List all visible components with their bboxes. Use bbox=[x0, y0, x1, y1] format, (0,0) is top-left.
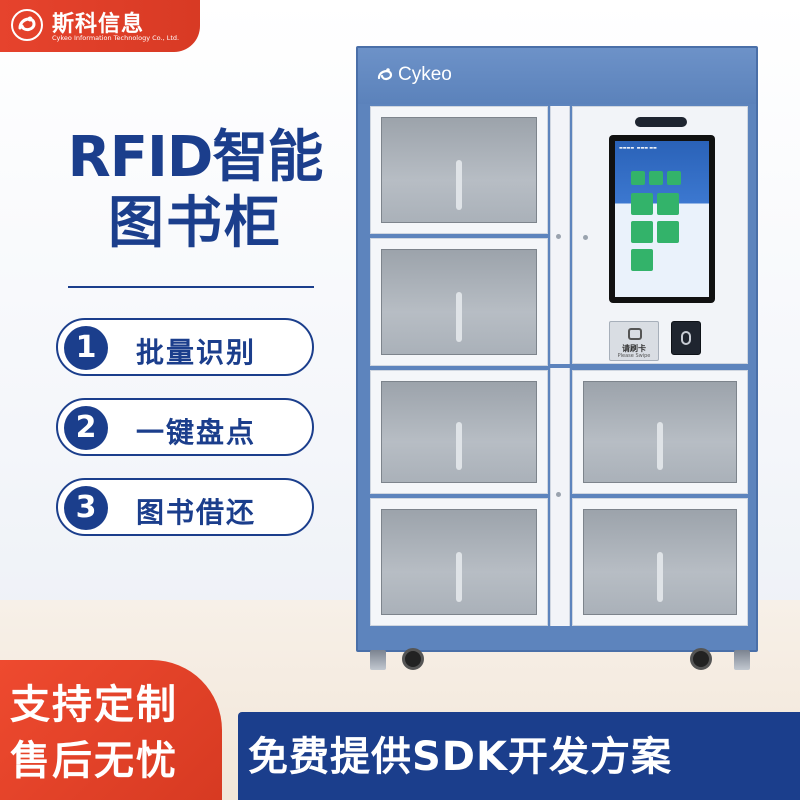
fingerprint-icon bbox=[681, 331, 691, 345]
door-knob bbox=[583, 235, 588, 240]
card-reader-label: 请刷卡 bbox=[622, 344, 646, 353]
center-pillar bbox=[550, 368, 570, 626]
screen-tile[interactable] bbox=[631, 193, 653, 215]
leveling-foot bbox=[734, 650, 750, 670]
locker-door[interactable] bbox=[370, 498, 548, 626]
rfid-book-cabinet: Cykeo ▬▬▬▬ ▬▬▬ ▬▬ 请刷卡 bbox=[356, 46, 758, 652]
sdk-banner bbox=[238, 712, 800, 800]
feature-number: 1 bbox=[64, 326, 108, 370]
promo-banner bbox=[0, 660, 222, 800]
feature-label: 图书借还 bbox=[136, 496, 257, 529]
screen-header: ▬▬▬▬ ▬▬▬ ▬▬ bbox=[619, 145, 657, 150]
feature-number: 2 bbox=[64, 406, 108, 450]
cykeo-logo-icon bbox=[377, 68, 393, 81]
screen-tile[interactable] bbox=[631, 249, 653, 271]
promo-line2: 售后无忧 bbox=[10, 738, 178, 784]
locker-door[interactable] bbox=[572, 370, 748, 494]
sdk-banner-text: 免费提供SDK开发方案 bbox=[248, 734, 673, 780]
screen-tile[interactable] bbox=[657, 193, 679, 215]
feature-item: 1 批量识别 bbox=[56, 318, 314, 376]
headline-line1: RFID智能 bbox=[67, 125, 324, 190]
cabinet-brand: Cykeo bbox=[398, 64, 452, 85]
headline-divider bbox=[68, 286, 314, 288]
screen-tile[interactable] bbox=[657, 221, 679, 243]
touch-screen[interactable]: ▬▬▬▬ ▬▬▬ ▬▬ bbox=[609, 135, 715, 303]
camera-bar bbox=[635, 117, 687, 127]
feature-number: 3 bbox=[64, 486, 108, 530]
fingerprint-scanner[interactable] bbox=[671, 321, 701, 355]
screen-tile[interactable] bbox=[631, 221, 653, 243]
card-reader-sub: Please Swipe bbox=[617, 353, 651, 359]
leveling-foot bbox=[370, 650, 386, 670]
door-knob bbox=[556, 234, 561, 239]
door-knob bbox=[556, 492, 561, 497]
screen-tile[interactable] bbox=[667, 171, 681, 185]
feature-label: 一键盘点 bbox=[136, 416, 257, 449]
cabinet-top-panel: Cykeo bbox=[358, 48, 756, 104]
locker-door[interactable] bbox=[370, 106, 548, 234]
caster-wheel bbox=[690, 648, 712, 670]
headline-line2: 图书柜 bbox=[108, 191, 282, 256]
locker-door[interactable] bbox=[572, 498, 748, 626]
feature-label: 批量识别 bbox=[136, 336, 257, 369]
locker-door[interactable] bbox=[370, 370, 548, 494]
screen-tile[interactable] bbox=[649, 171, 663, 185]
promo-line1: 支持定制 bbox=[10, 682, 178, 728]
brand-name-cn: 斯科信息 bbox=[52, 12, 145, 37]
logo-badge: 斯科信息 Cykeo Information Technology Co., L… bbox=[0, 0, 200, 52]
control-panel: ▬▬▬▬ ▬▬▬ ▬▬ 请刷卡 Please Swipe bbox=[572, 106, 748, 364]
feature-item: 2 一键盘点 bbox=[56, 398, 314, 456]
swirl-icon bbox=[11, 9, 43, 41]
screen-tile[interactable] bbox=[631, 171, 645, 185]
card-swipe-icon bbox=[628, 328, 642, 340]
feature-item: 3 图书借还 bbox=[56, 478, 314, 536]
card-reader[interactable]: 请刷卡 Please Swipe bbox=[609, 321, 659, 361]
locker-door[interactable] bbox=[370, 238, 548, 366]
brand-name-en: Cykeo Information Technology Co., Ltd. bbox=[52, 34, 180, 42]
caster-wheel bbox=[402, 648, 424, 670]
